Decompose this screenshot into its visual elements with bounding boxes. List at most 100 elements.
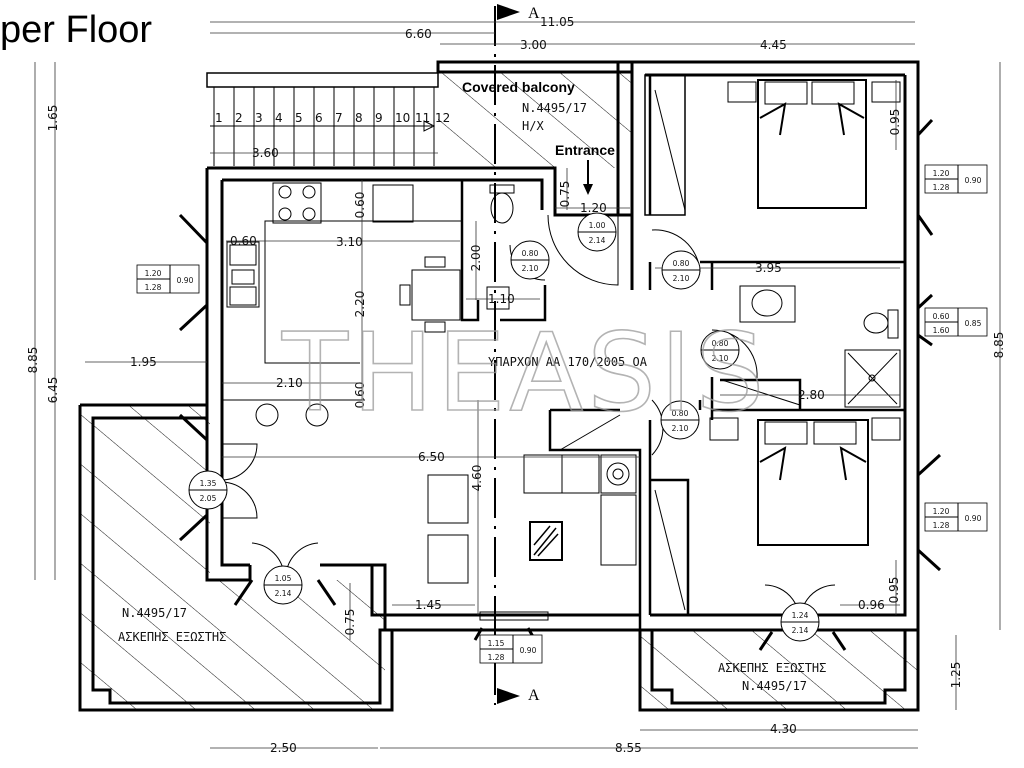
stair-step-number: 10	[395, 111, 410, 125]
bed-icon	[757, 419, 869, 546]
window-tag: 1.20 1.28 0.90	[924, 164, 988, 194]
section-line-a: A A	[494, 4, 540, 705]
covered-balcony-ref: N.4495/17	[522, 101, 587, 115]
armchair-icon	[427, 534, 469, 584]
page-title: per Floor	[0, 9, 152, 51]
dimension-value: 1.45	[415, 598, 442, 612]
dimension-value: 6.60	[405, 27, 432, 41]
door-tag: 0.802.10	[660, 400, 700, 440]
left-balcony-ref: N.4495/17	[122, 606, 187, 620]
door-width: 0.80	[712, 339, 729, 348]
dimension-value: 3.95	[755, 261, 782, 275]
door-height: 2.14	[589, 236, 606, 245]
entrance-arrow-icon	[583, 160, 593, 195]
covered-balcony-area	[436, 60, 634, 168]
dimension-value: 4.45	[760, 38, 787, 52]
window-sill: 0.90	[520, 646, 537, 655]
dimension-value: 2.00	[469, 245, 483, 272]
stair-step-number: 7	[335, 111, 343, 125]
watermark-logo: THEASIS	[281, 311, 768, 436]
dimension-value: 3.60	[252, 146, 279, 160]
entrance-label: Entrance	[555, 142, 615, 158]
door-tags: 1.002.140.802.100.802.100.802.100.802.10…	[188, 212, 820, 642]
sofa-icon	[600, 494, 637, 566]
fridge-icon	[372, 184, 414, 223]
dimension-value: 1.20	[580, 201, 607, 215]
stair-step-number: 3	[255, 111, 263, 125]
dimension-value: 0.60	[230, 234, 257, 248]
window-height: 1.60	[933, 326, 950, 335]
dimension-value: 0.95	[888, 109, 902, 136]
door-tag: 0.802.10	[510, 240, 550, 280]
window-width: 0.60	[933, 312, 950, 321]
window-tag: 1.151.280.90	[479, 634, 543, 664]
stair-step-number: 12	[435, 111, 450, 125]
sink-icon	[226, 241, 260, 308]
right-balcony-area	[638, 628, 920, 712]
stair-step-number: 8	[355, 111, 363, 125]
washbasin-icon	[739, 285, 796, 323]
door-tag: 1.05 2.14	[263, 565, 303, 605]
dimension-value: 6.50	[418, 450, 445, 464]
window-sill: 0.85	[965, 319, 982, 328]
dimension-value: 8.85	[992, 332, 1006, 359]
stair-step-number: 9	[375, 111, 383, 125]
door-height: 2.10	[672, 424, 689, 433]
window-tag: 0.60 1.60 0.85	[924, 307, 988, 337]
door-width: 1.24	[792, 611, 809, 620]
door-tag: 1.242.14	[780, 602, 820, 642]
window-height: 1.28	[933, 521, 950, 530]
armchair-icon	[427, 474, 469, 524]
door-width: 1.05	[275, 574, 292, 583]
dimension-value: 0.95	[887, 577, 901, 604]
window-width: 1.20	[145, 269, 162, 278]
window-height: 1.28	[145, 283, 162, 292]
dimension-value: 1.95	[130, 355, 157, 369]
window-sill: 0.90	[965, 176, 982, 185]
dimension-value: 8.55	[615, 741, 642, 755]
dimension-value: 4.60	[470, 465, 484, 492]
stair-step-number: 5	[295, 111, 303, 125]
dimension-value: 1.25	[949, 662, 963, 689]
dimension-value: 2.50	[270, 741, 297, 755]
door-height: 2.10	[673, 274, 690, 283]
dimension-value: 11.05	[540, 15, 574, 29]
kitchen-furniture	[222, 182, 462, 427]
section-label-bottom: A	[528, 687, 540, 704]
toilet-icon	[863, 312, 889, 334]
dimension-value: 3.00	[520, 38, 547, 52]
right-balcony-name: ΑΣΚΕΠΗΣ ΕΞΩΣΤΗΣ	[718, 661, 826, 675]
stair-step-number: 11	[415, 111, 430, 125]
dimension-value: 2.20	[353, 291, 367, 318]
door-height: 2.14	[275, 589, 292, 598]
cooktop-icon	[272, 182, 322, 224]
door-tag: 1.00 2.14	[577, 212, 617, 252]
left-balcony-area	[78, 403, 394, 712]
door-width: 1.00	[589, 221, 606, 230]
window-height: 1.28	[933, 183, 950, 192]
dimension-value: 1.10	[488, 292, 515, 306]
dimension-value: 0.60	[353, 382, 367, 409]
stair-step-number: 6	[315, 111, 323, 125]
dimension-value: 0.96	[858, 598, 885, 612]
door-width: 0.80	[673, 259, 690, 268]
window-width: 1.20	[933, 169, 950, 178]
window-tag: 1.201.280.90	[136, 264, 200, 294]
existing-permit-label: ΥΠΑΡΧΟΝ ΑΑ 170/2005 ΟΑ	[488, 355, 648, 369]
bed-icon	[757, 79, 867, 209]
shower-icon	[844, 349, 901, 408]
section-label-top: A	[528, 5, 540, 22]
window-sill: 0.90	[965, 514, 982, 523]
stair-step-number: 1	[215, 111, 223, 125]
bedroom-furniture	[709, 79, 901, 546]
exterior-walls	[205, 60, 920, 632]
window-width: 1.20	[933, 507, 950, 516]
dimension-value: 2.80	[798, 388, 825, 402]
dining-table-icon	[411, 269, 461, 321]
door-height: 2.10	[522, 264, 539, 273]
door-tag: 0.80 2.10	[661, 250, 701, 290]
dimension-value: 6.45	[46, 377, 60, 404]
covered-balcony-label: Covered balcony	[462, 79, 575, 95]
